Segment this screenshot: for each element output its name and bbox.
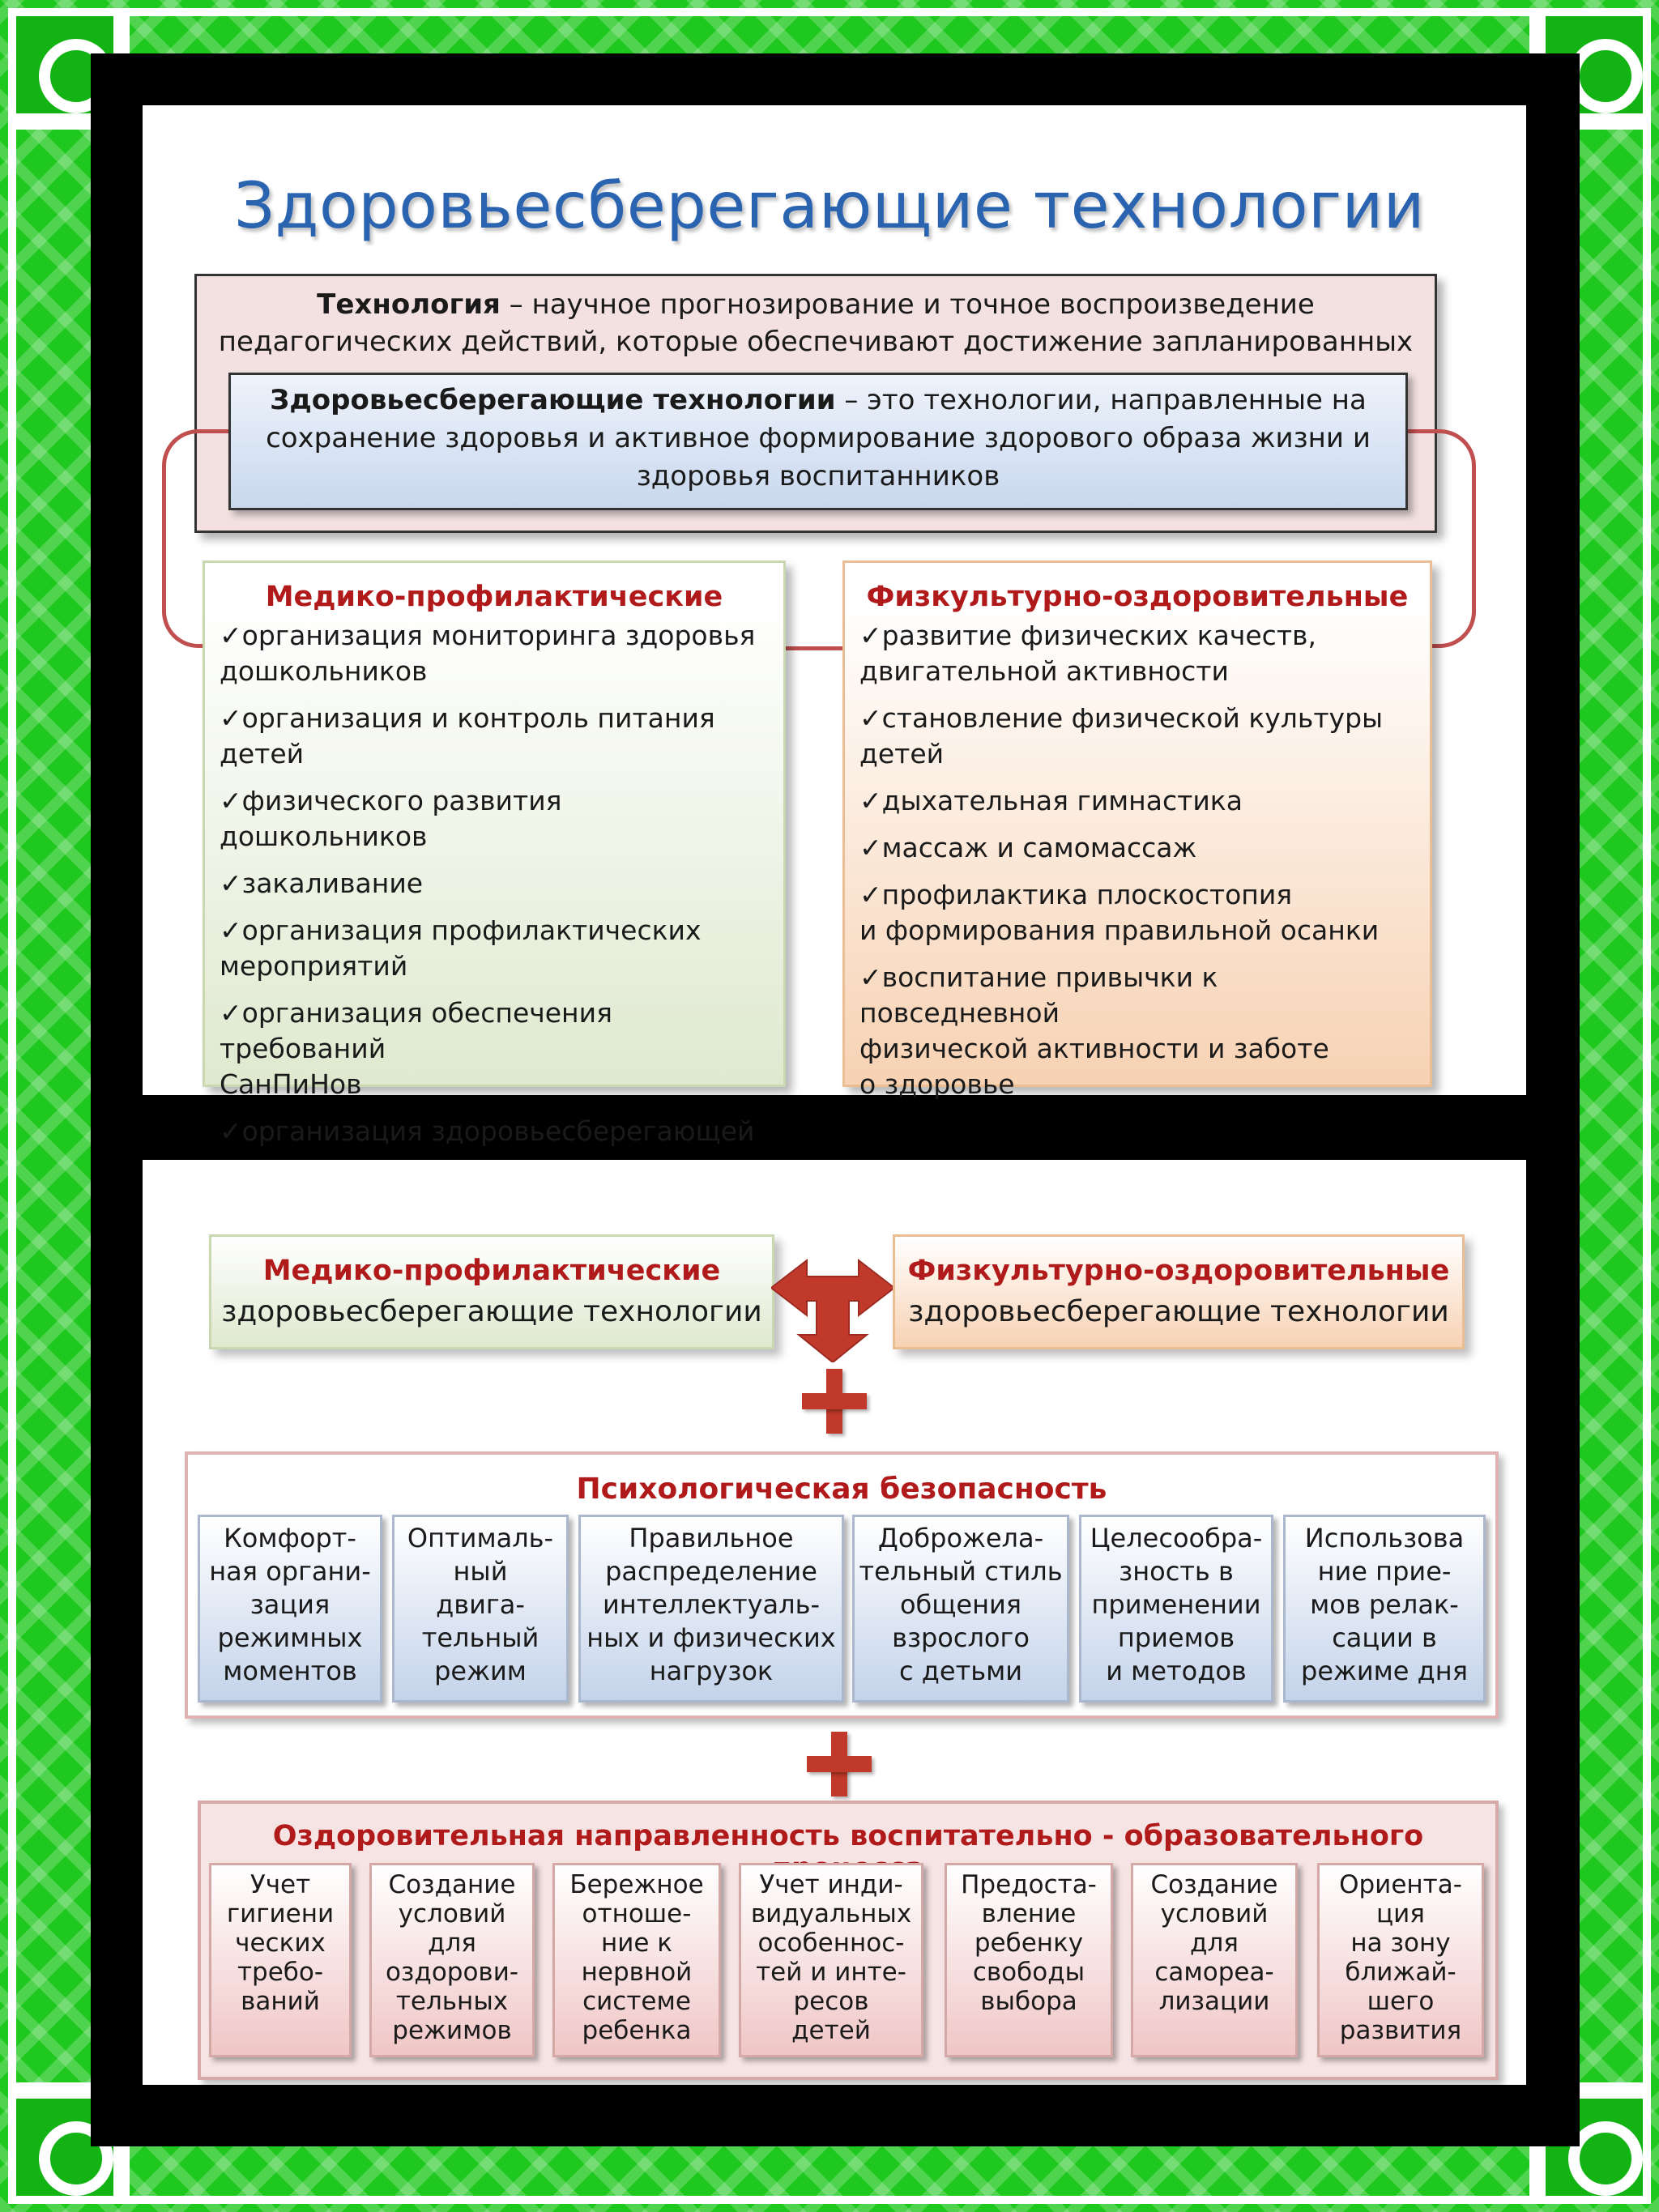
- list-item: ✓профилактика плоскостопия и формировани…: [859, 877, 1422, 948]
- psychological-item: Целесообра- зность в применении приемов …: [1079, 1515, 1273, 1703]
- list-item: ✓дыхательная гимнастика: [859, 783, 1422, 819]
- medical-summary-title: Медико-профилактические: [211, 1255, 772, 1287]
- list-item: ✓воспитание привычки к повседневной физи…: [859, 960, 1422, 1102]
- medical-summary-subtitle: здоровьесберегающие технологии: [211, 1295, 772, 1328]
- physical-list: ✓развитие физических качеств, двигательн…: [859, 618, 1422, 1114]
- health-tech-term: Здоровьесберегающие технологии: [270, 384, 835, 416]
- physical-title: Физкультурно-оздоровительные: [845, 581, 1430, 613]
- health-process-item: Предоста- вление ребенку свободы выбора: [945, 1863, 1113, 2057]
- psychological-item: Оптималь- ный двига- тельный режим: [392, 1515, 569, 1703]
- technology-term: Технология: [317, 288, 501, 321]
- health-tech-definition: Здоровьесберегающие технологии – это тех…: [247, 381, 1389, 496]
- medical-title: Медико-профилактические: [205, 581, 783, 613]
- plus-icon: [807, 1732, 872, 1796]
- plus-icon: [802, 1369, 867, 1434]
- list-item: ✓физического развития дошкольников: [220, 783, 775, 855]
- physical-summary-title: Физкультурно-оздоровительные: [895, 1255, 1462, 1287]
- health-process-item: Создание условий для оздорови- тельных р…: [369, 1863, 535, 2057]
- medical-column: Медико-профилактические ✓организация мон…: [203, 560, 786, 1087]
- health-process-item: Ориента- ция на зону ближай- шего развит…: [1317, 1863, 1484, 2057]
- physical-summary-box: Физкультурно-оздоровительные здоровьесбе…: [893, 1234, 1465, 1349]
- list-item: ✓организация обеспечения требований СанП…: [220, 995, 775, 1102]
- list-item: ✓массаж и самомассаж: [859, 830, 1422, 866]
- list-item: ✓организация и контроль питания детей: [220, 701, 775, 772]
- psychological-item: Доброжела- тельный стиль общения взросло…: [852, 1515, 1069, 1703]
- physical-column: Физкультурно-оздоровительные ✓развитие ф…: [842, 560, 1432, 1087]
- health-process-item: Создание условий для самореа- лизации: [1131, 1863, 1298, 2057]
- psychological-item: Использова ние прие- мов релак- сации в …: [1283, 1515, 1486, 1703]
- list-item: ✓становление физической культуры детей: [859, 701, 1422, 772]
- physical-summary-subtitle: здоровьесберегающие технологии: [895, 1295, 1462, 1328]
- psychological-item: Комфорт- ная органи- зация режимных моме…: [198, 1515, 382, 1703]
- health-process-item: Бережное отноше- ние к нервной системе р…: [552, 1863, 721, 2057]
- connector-middle: [784, 646, 846, 650]
- merge-arrow-icon: [771, 1257, 894, 1362]
- medical-summary-box: Медико-профилактические здоровьесберегаю…: [209, 1234, 774, 1349]
- health-process-item: Учет гигиени ческих требо- ваний: [209, 1863, 352, 2057]
- health-tech-definition-box: Здоровьесберегающие технологии – это тех…: [228, 373, 1408, 510]
- list-item: ✓закаливание: [220, 866, 775, 901]
- psychological-safety-title: Психологическая безопасность: [188, 1473, 1495, 1506]
- list-item: ✓развитие физических качеств, двигательн…: [859, 618, 1422, 689]
- psychological-item: Правильное распределение интеллектуаль- …: [578, 1515, 844, 1703]
- list-item: ✓организация профилактических мероприяти…: [220, 913, 775, 984]
- list-item: ✓организация мониторинга здоровья дошкол…: [220, 618, 775, 689]
- health-process-item: Учет инди- видуальных особеннос- тей и и…: [739, 1863, 923, 2057]
- page-title: Здоровьесберегающие технологии: [0, 170, 1659, 243]
- medical-list: ✓организация мониторинга здоровья дошкол…: [220, 618, 775, 1196]
